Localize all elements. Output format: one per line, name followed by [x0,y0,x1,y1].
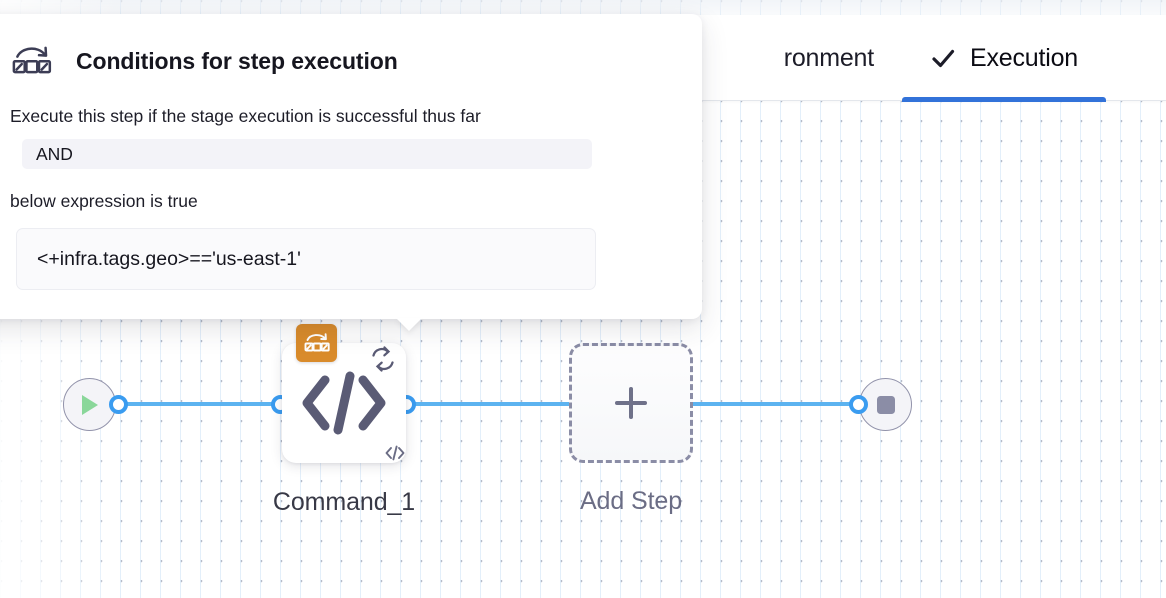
tab-active-underline [902,97,1106,102]
logical-operator-field[interactable]: AND [22,139,592,169]
popover-pointer-arrow [396,318,422,331]
connector-dot-end-in[interactable] [849,395,868,414]
popover-description-line-2: below expression is true [10,191,198,211]
connector-line-start-to-command [115,402,290,406]
pipeline-start-node[interactable] [63,378,116,431]
step-conditional-execution-badge[interactable] [296,324,337,362]
plus-icon [615,387,647,419]
pipeline-step-label-command-1: Command_1 [272,488,416,516]
play-icon [81,394,98,415]
check-icon [930,45,956,71]
code-icon-small [385,445,405,461]
tab-environment[interactable]: ronment [756,15,902,101]
popover-description-line-1: Execute this step if the stage execution… [10,106,481,126]
popover-title: Conditions for step execution [76,47,398,74]
conditional-execution-icon [12,46,52,74]
add-step-label: Add Step [579,487,683,515]
add-step-button[interactable] [569,343,693,463]
conditional-execution-popover: Conditions for step execution Execute th… [0,14,702,319]
conditional-execution-icon [304,332,330,351]
condition-expression-field[interactable]: <+infra.tags.geo>=='us-east-1' [16,228,596,290]
logical-operator-value: AND [36,143,73,164]
tab-environment-label: ronment [783,43,875,72]
connector-dot-start-out[interactable] [109,395,128,414]
stop-icon [876,395,895,414]
tab-execution-label: Execution [970,43,1078,72]
loop-retry-icon [372,346,394,372]
condition-expression-value: <+infra.tags.geo>=='us-east-1' [37,247,301,270]
code-icon [302,371,386,435]
tab-execution[interactable]: Execution [902,15,1106,102]
popover-header: Conditions for step execution [10,42,642,80]
